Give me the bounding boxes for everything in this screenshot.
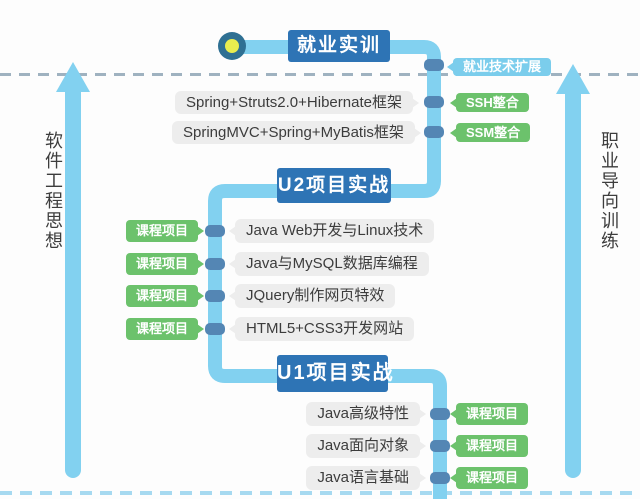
framework-badge-ssh: SSH整合 xyxy=(456,93,529,112)
connector-stubs xyxy=(205,59,450,484)
stub-u1-course-3 xyxy=(430,472,450,484)
bottom-dashed-divider xyxy=(0,491,640,495)
stub-extension xyxy=(424,59,444,71)
stub-ssh xyxy=(424,96,444,108)
stub-u2-course-4 xyxy=(205,323,225,335)
u2-course-box-4: HTML5+CSS3开发网站 xyxy=(235,317,415,341)
stub-ssm xyxy=(424,126,444,138)
start-circle-icon xyxy=(218,32,246,60)
u2-course-badge-1: 课程项目 xyxy=(126,220,199,242)
node-u1-project: U1项目实战 xyxy=(277,355,393,392)
right-rail-label: 职业导向训练 xyxy=(599,131,619,251)
u2-course-badge-2: 课程项目 xyxy=(126,253,199,275)
badge-employment-tech-extension: 就业技术扩展 xyxy=(453,58,552,76)
u2-course-badge-4: 课程项目 xyxy=(126,318,199,340)
u1-course-box-2: Java面向对象 xyxy=(306,434,420,458)
framework-badge-ssm: SSM整合 xyxy=(456,123,531,142)
node-employment-training: 就业实训 xyxy=(288,30,390,62)
u2-course-box-2: Java与MySQL数据库编程 xyxy=(235,252,429,276)
top-dashed-divider xyxy=(0,73,640,76)
u2-course-box-1: Java Web开发与Linux技术 xyxy=(235,219,435,243)
framework-box-ssm: SpringMVC+Spring+MyBatis框架 xyxy=(172,121,415,144)
left-rail-label: 软件工程思想 xyxy=(43,131,63,251)
node-u2-project: U2项目实战 xyxy=(277,168,391,203)
u1-course-box-1: Java高级特性 xyxy=(306,402,420,426)
stub-u2-course-3 xyxy=(205,290,225,302)
u1-course-badge-3: 课程项目 xyxy=(456,467,529,489)
u2-course-box-3: JQuery制作网页特效 xyxy=(235,284,396,308)
stub-u1-course-1 xyxy=(430,408,450,420)
stub-u2-course-2 xyxy=(205,258,225,270)
framework-box-ssh: Spring+Struts2.0+Hibernate框架 xyxy=(175,91,413,114)
right-upward-arrow-icon xyxy=(556,64,590,478)
u1-course-box-3: Java语言基础 xyxy=(306,466,420,490)
u2-course-badge-3: 课程项目 xyxy=(126,285,199,307)
stub-u1-course-2 xyxy=(430,440,450,452)
u1-course-badge-2: 课程项目 xyxy=(456,435,529,457)
stub-u2-course-1 xyxy=(205,225,225,237)
left-upward-arrow-icon xyxy=(56,62,90,478)
main-flow-path xyxy=(208,40,447,499)
u1-course-badge-1: 课程项目 xyxy=(456,403,529,425)
